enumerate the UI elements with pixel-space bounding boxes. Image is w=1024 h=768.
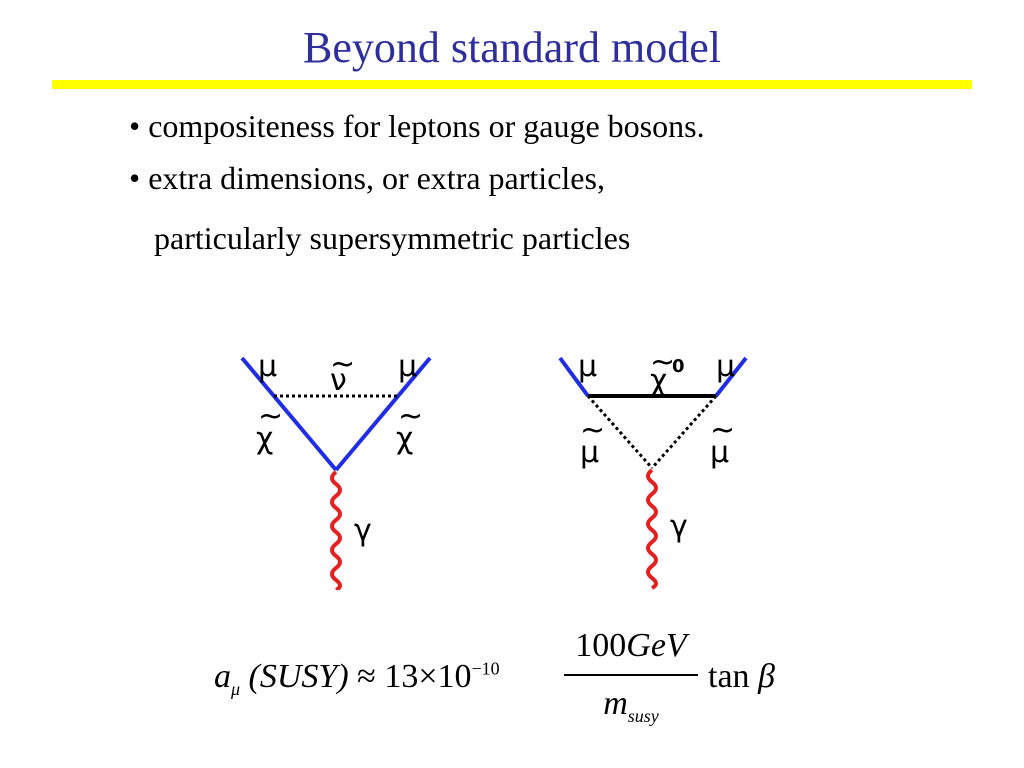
photon-line: [646, 468, 658, 590]
feynman-diagram-left-svg: μ μ ~ ν ~ χ ~ χ γ: [240, 347, 432, 590]
formula-coefficient: 13×10: [384, 658, 472, 695]
formula-beta: β: [758, 658, 775, 695]
label-chargino-left: χ: [256, 421, 273, 456]
smuon-line-left: [586, 395, 654, 469]
formula-rhs: tan β: [708, 658, 775, 696]
formula-exponent: −10: [471, 658, 500, 679]
bullet-compositeness: • compositeness for leptons or gauge bos…: [129, 108, 705, 144]
feynman-diagram-sneutrino-loop: μ μ ~ ν ~ χ ~ χ γ: [230, 340, 450, 590]
label-mu-right: μ: [398, 349, 417, 384]
label-mu-left: μ: [258, 349, 277, 384]
formula-denominator-subscript: susy: [627, 705, 659, 726]
tilde-mark: ~: [650, 345, 675, 380]
susy-anomaly-formula: aμ (SUSY) ≈ 13×10−10 100GeV msusy tan β: [214, 624, 794, 734]
label-smuon-right: μ: [710, 435, 729, 470]
photon-line: [330, 470, 342, 590]
chargino-line-left: [240, 356, 338, 472]
fraction-bar: [564, 674, 698, 676]
chargino-line-right: [334, 356, 432, 472]
label-neutralino: χ: [650, 363, 667, 398]
label-chargino-right: χ: [396, 421, 413, 456]
formula-lhs: aμ (SUSY) ≈ 13×10−10: [214, 658, 500, 700]
formula-fraction: 100GeV msusy: [564, 624, 698, 726]
formula-a: a: [214, 658, 231, 695]
smuon-line-right: [650, 395, 718, 469]
bullet-continuation: particularly supersymmetric particles: [154, 220, 631, 256]
label-smuon-left: μ: [580, 435, 599, 470]
bullet-extra-dimensions: • extra dimensions, or extra particles,: [129, 160, 605, 196]
slide-title: Beyond standard model: [303, 23, 721, 72]
formula-numerator-number: 100: [575, 627, 627, 664]
tilde-mark: ~: [398, 399, 423, 434]
formula-mu-subscript: μ: [231, 678, 241, 699]
feynman-diagram-right-svg: μ μ ~ χ 0 ~ μ ~ μ γ: [558, 345, 748, 590]
title-underline: [52, 80, 972, 89]
formula-denominator: msusy: [564, 682, 698, 726]
tilde-mark: ~: [258, 399, 283, 434]
formula-argument: (SUSY): [248, 658, 349, 695]
tilde-mark: ~: [710, 413, 735, 448]
formula-approx: ≈: [357, 658, 376, 695]
label-photon: γ: [670, 509, 688, 544]
formula-numerator-unit: GeV: [626, 627, 687, 664]
label-photon: γ: [354, 513, 372, 548]
label-mu-left: μ: [578, 349, 597, 384]
tilde-mark: ~: [330, 347, 355, 382]
label-mu-right: μ: [716, 349, 735, 384]
muon-line-left: [558, 356, 590, 398]
formula-denominator-m: m: [603, 685, 628, 722]
label-neutralino-superscript: 0: [672, 356, 685, 377]
feynman-diagram-neutralino-loop: μ μ ~ χ 0 ~ μ ~ μ γ: [550, 340, 770, 590]
muon-line-right: [714, 356, 748, 398]
tilde-mark: ~: [580, 413, 605, 448]
formula-tan: tan: [708, 658, 750, 695]
label-sneutrino: ν: [330, 363, 347, 398]
formula-numerator: 100GeV: [564, 624, 698, 668]
